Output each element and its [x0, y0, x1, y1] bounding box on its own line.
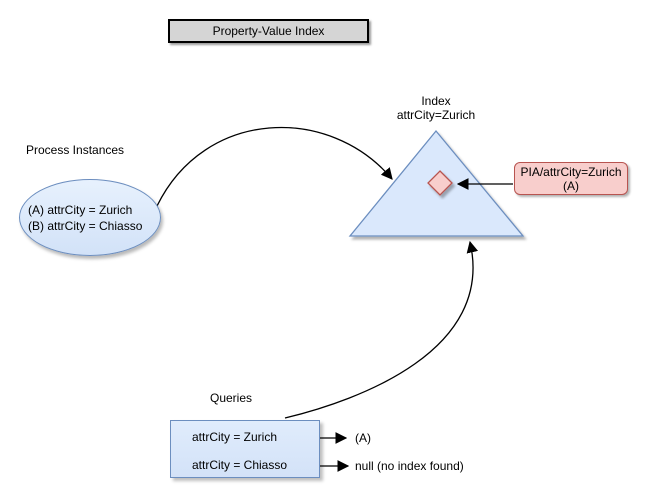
title-box: Property-Value Index [168, 19, 369, 43]
process-instances-label: Process Instances [26, 143, 125, 157]
arrow-instances-to-index [156, 126, 393, 207]
query-result-chiasso: null (no index found) [355, 459, 464, 473]
index-label-line2: attrCity=Zurich [396, 108, 476, 122]
query-row-chiasso: attrCity = Chiasso [192, 458, 288, 472]
queries-label: Queries [210, 391, 253, 405]
queries-box [170, 420, 320, 478]
query-result-zurich: (A) [355, 431, 371, 445]
title-label: Property-Value Index [212, 24, 325, 38]
query-row-zurich: attrCity = Zurich [192, 430, 278, 444]
arrow-queries-to-index [284, 240, 479, 419]
index-entry-line2: (A) [563, 178, 579, 193]
index-entry-line1: PIA/attrCity=Zurich [520, 164, 622, 179]
process-instance-a: (A) attrCity = Zurich [28, 202, 133, 217]
index-label-line1: Index [421, 94, 451, 108]
index-entry-diamond [427, 170, 453, 196]
process-instance-b: (B) attrCity = Chiasso [28, 218, 143, 233]
process-instances-ellipse: (A) attrCity = Zurich (B) attrCity = Chi… [19, 179, 161, 256]
index-entry-box: PIA/attrCity=Zurich (A) [514, 162, 628, 195]
index-label: Index attrCity=Zurich [376, 94, 496, 122]
